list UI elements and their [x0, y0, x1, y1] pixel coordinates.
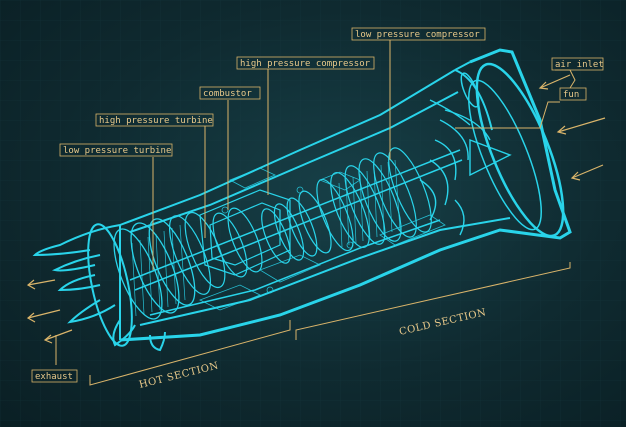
- label-air-inlet-text: air inlet: [555, 60, 604, 70]
- label-fun-text: fun: [563, 90, 579, 100]
- label-low-pressure-compressor: low pressure compressor: [351, 27, 486, 41]
- label-high-pressure-compressor: high pressure compressor: [236, 56, 375, 70]
- label-lpc-text: low pressure compressor: [355, 30, 480, 40]
- label-lpt-text: low pressure turbine: [63, 146, 171, 156]
- leader-lines: [55, 40, 576, 365]
- exhaust-arrow-2: [26, 309, 61, 323]
- label-air-inlet: air inlet: [551, 57, 604, 71]
- exhaust-arrow-3: [43, 329, 73, 344]
- exhaust-arrow-1: [26, 279, 56, 290]
- engine-body: [32, 48, 572, 352]
- airflow-arrows: [26, 74, 606, 344]
- label-exhaust-text: exhaust: [35, 372, 73, 382]
- inlet-arrow-1: [538, 74, 571, 90]
- label-high-pressure-turbine: high pressure turbine: [95, 113, 214, 127]
- label-hpt-text: high pressure turbine: [99, 116, 213, 126]
- label-combustor-text: combustor: [203, 89, 252, 99]
- hot-section-bracket: [89, 320, 291, 386]
- inlet-arrow-2: [556, 117, 606, 135]
- label-fun: fun: [559, 87, 587, 101]
- inlet-arrow-3: [570, 164, 604, 181]
- label-combustor: combustor: [199, 86, 261, 100]
- label-exhaust: exhaust: [31, 369, 78, 383]
- section-brackets: [89, 262, 571, 386]
- label-hpc-text: high pressure compressor: [240, 59, 371, 69]
- label-low-pressure-turbine: low pressure turbine: [59, 143, 173, 157]
- leader-fun: [455, 101, 560, 129]
- cold-section-bracket: [295, 262, 571, 340]
